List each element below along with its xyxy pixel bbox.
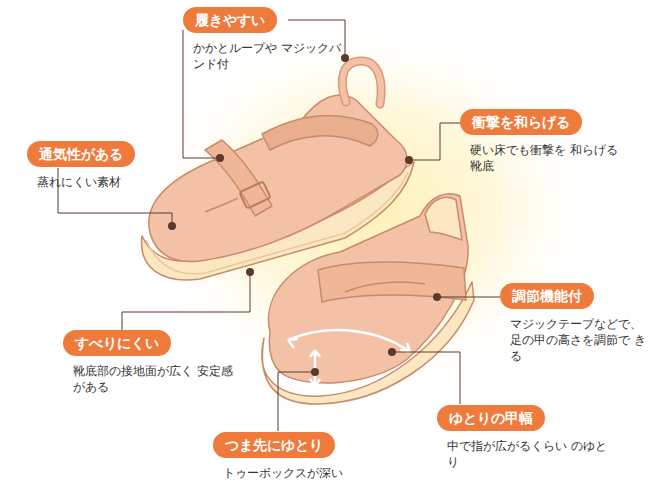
- callout-description: かかとループや マジックバンド付: [193, 40, 343, 72]
- callout-label: 衝撃を和らげる: [460, 109, 582, 135]
- callout-box: 通気性がある蒸れにくい素材: [27, 141, 177, 190]
- callout-label: 通気性がある: [27, 141, 135, 167]
- callout-box: つま先にゆとりトゥーボックスが深い: [213, 432, 393, 481]
- callout-box: すべりにくい靴底部の接地面が広く 安定感がある: [63, 330, 233, 395]
- callout-description: 中で指が広がるくらい のゆとり: [447, 438, 617, 470]
- leader-dots: [168, 54, 441, 376]
- callout-box: 調節機能付マジックテープなどで、 足の甲の高さを調節で きる: [500, 283, 655, 364]
- callout-label: 調節機能付: [500, 283, 594, 309]
- callout-description: 靴底部の接地面が広く 安定感がある: [73, 363, 233, 395]
- callout-description: 蒸れにくい素材: [37, 174, 177, 190]
- callout-box: 履きやすいかかとループや マジックバンド付: [183, 7, 343, 72]
- callout-label: 履きやすい: [183, 7, 277, 33]
- callout-label: つま先にゆとり: [213, 432, 335, 458]
- callout-box: ゆとりの甲幅中で指が広がるくらい のゆとり: [437, 405, 617, 470]
- callout-description: マジックテープなどで、 足の甲の高さを調節で きる: [510, 316, 655, 364]
- leader-lines: [58, 20, 510, 431]
- callout-label: ゆとりの甲幅: [437, 405, 545, 431]
- callout-box: 衝撃を和らげる硬い床でも衝撃を 和らげる靴底: [460, 109, 620, 174]
- callout-description: 硬い床でも衝撃を 和らげる靴底: [470, 142, 620, 174]
- callout-description: トゥーボックスが深い: [223, 465, 393, 481]
- callout-label: すべりにくい: [63, 330, 171, 356]
